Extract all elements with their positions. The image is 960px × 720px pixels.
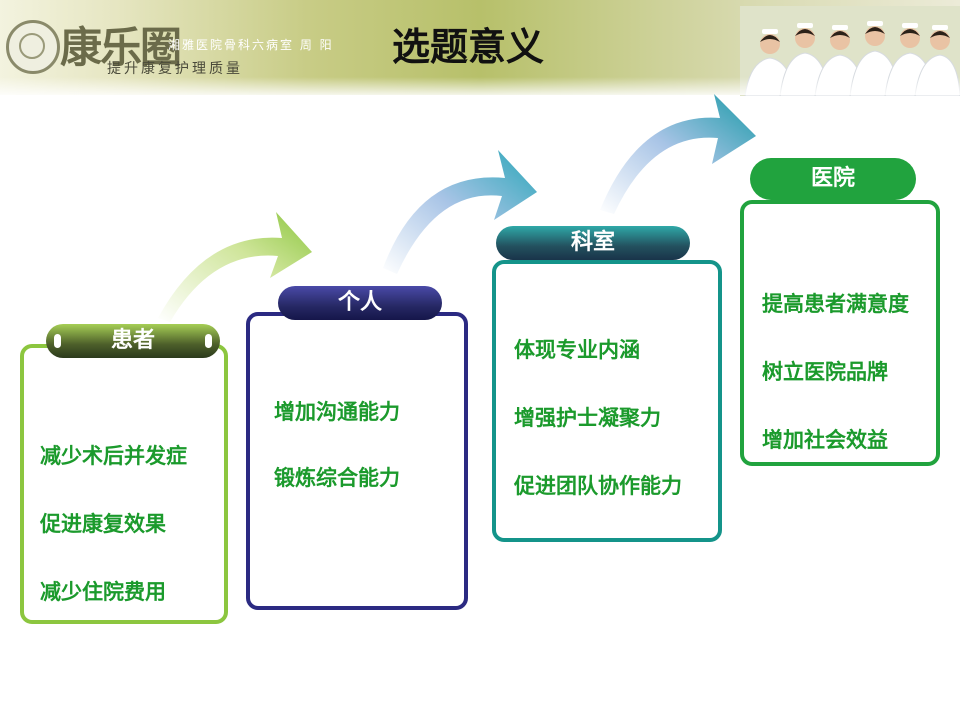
card-item: 体现专业内涵 bbox=[514, 338, 640, 362]
card-item: 树立医院品牌 bbox=[762, 360, 888, 384]
nurse-hair bbox=[760, 27, 950, 42]
card-patient: 减少术后并发症 促进康复效果 减少住院费用 bbox=[20, 344, 228, 624]
label-department: 科室 bbox=[496, 226, 690, 260]
arrow-individual-to-department bbox=[383, 150, 537, 274]
hospital-emblem-icon bbox=[6, 20, 60, 74]
logo-text: 康乐圈 bbox=[60, 23, 182, 72]
page-title: 选题意义 bbox=[392, 25, 545, 69]
label-hospital: 医院 bbox=[750, 158, 916, 200]
card-item: 锻炼综合能力 bbox=[274, 466, 400, 490]
label-text: 患者 bbox=[110, 328, 155, 353]
label-text: 个人 bbox=[337, 290, 382, 315]
label-patient: 患者 bbox=[46, 324, 220, 358]
label-individual: 个人 bbox=[278, 286, 442, 320]
department-text: 湘雅医院骨科六病室 周 阳 bbox=[168, 38, 334, 52]
card-item: 增强护士凝聚力 bbox=[514, 406, 661, 430]
nurse-caps bbox=[762, 21, 948, 34]
arrow-patient-to-individual bbox=[158, 212, 312, 322]
pill-left-marker bbox=[54, 334, 61, 348]
label-text: 医院 bbox=[810, 166, 855, 191]
card-hospital: 提高患者满意度 树立医院品牌 增加社会效益 bbox=[740, 200, 940, 466]
card-department: 体现专业内涵 增强护士凝聚力 促进团队协作能力 bbox=[492, 260, 722, 542]
arrow-department-to-hospital bbox=[600, 94, 756, 214]
card-item: 增加沟通能力 bbox=[274, 400, 400, 424]
label-text: 科室 bbox=[570, 230, 615, 255]
slogan-text: 提升康复护理质量 bbox=[107, 61, 243, 77]
card-item: 减少住院费用 bbox=[40, 580, 166, 604]
card-item: 提高患者满意度 bbox=[762, 292, 909, 316]
header-banner: 康乐圈 湘雅医院骨科六病室 周 阳 提升康复护理质量 选题意义 bbox=[0, 0, 960, 96]
card-item: 减少术后并发症 bbox=[40, 444, 187, 468]
card-item: 增加社会效益 bbox=[762, 428, 888, 452]
card-item: 促进康复效果 bbox=[40, 512, 166, 536]
pill-right-marker bbox=[205, 334, 212, 348]
card-item: 促进团队协作能力 bbox=[514, 474, 682, 498]
card-individual: 增加沟通能力 锻炼综合能力 bbox=[246, 312, 468, 610]
